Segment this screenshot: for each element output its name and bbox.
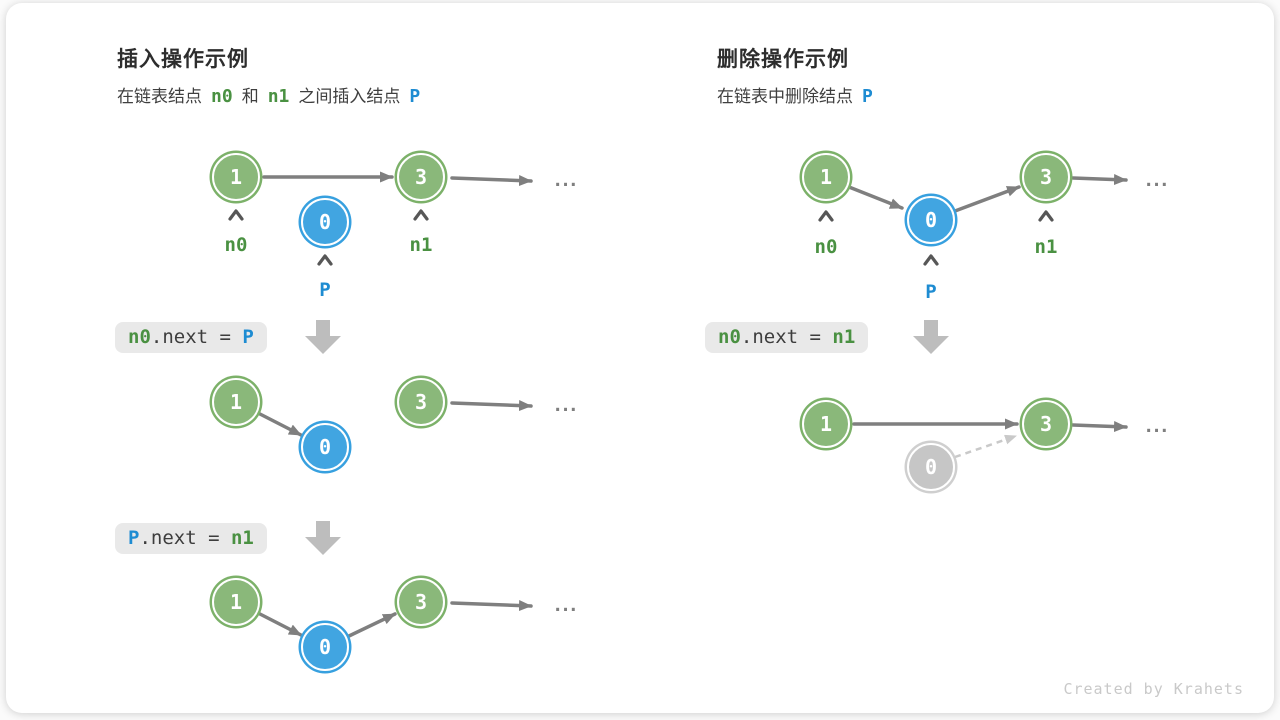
subtitle-text: 和 (241, 87, 259, 106)
arrow-insert-fig3-n0-to-p (256, 611, 303, 637)
code-rhs: P (242, 326, 254, 348)
code-rhs: n1 (832, 326, 856, 348)
dashed-arrow-removed-p-to-n1 (954, 434, 1017, 459)
arrow-insert-fig2-n1-to-rest (450, 400, 533, 412)
arrow-remove-fig1-p-to-n1 (953, 185, 1021, 213)
code-lhs: n0 (718, 326, 741, 348)
remove-section-subtitle: 在链表中删除结点 P (717, 82, 873, 107)
p-token: P (409, 86, 421, 107)
code-mid: .next = (139, 527, 231, 549)
remove-label-p: P (925, 281, 937, 303)
insert-fig3-node-0: 0 (301, 623, 349, 671)
remove-fig2-node-3: 3 (1022, 400, 1070, 448)
pointer-caret-icon (228, 209, 244, 221)
insert-fig2-node-1: 1 (212, 378, 260, 426)
insert-fig3-node-3: 3 (397, 578, 445, 626)
insert-fig1-node-1: 1 (212, 153, 260, 201)
remove-fig2-node-1: 1 (802, 400, 850, 448)
remove-fig1-node-1: 1 (802, 153, 850, 201)
insert-fig3-node-1: 1 (212, 578, 260, 626)
remove-fig2-node-0-removed: 0 (907, 443, 955, 491)
arrow-insert-fig1-n1-to-rest (450, 175, 533, 187)
arrow-remove-fig1-n1-to-rest (1071, 174, 1128, 186)
code-mid: .next = (740, 326, 833, 348)
ellipsis-text: ... (552, 170, 576, 191)
code-lhs: P (128, 527, 140, 549)
insert-section-subtitle: 在链表结点 n0 和 n1 之间插入结点 P (117, 82, 420, 107)
down-arrow-icon (305, 521, 341, 555)
remove-label-n0: n0 (814, 236, 838, 258)
insert-code-2: P.next = n1 (115, 523, 267, 554)
ellipsis-text: ... (1143, 416, 1167, 437)
n1-token: n1 (267, 86, 290, 107)
insert-fig2-node-3: 3 (397, 378, 445, 426)
remove-fig1-node-0: 0 (907, 196, 955, 244)
n0-token: n0 (211, 86, 233, 107)
remove-section-title: 删除操作示例 (717, 48, 849, 71)
subtitle-text: 在链表中删除结点 (717, 87, 853, 106)
insert-fig2-node-0: 0 (301, 423, 349, 471)
pointer-caret-icon (317, 254, 333, 266)
arrow-remove-fig2-n1-to-rest (1071, 421, 1128, 433)
pointer-caret-icon (923, 254, 939, 266)
insert-label-n1: n1 (409, 234, 433, 256)
arrow-insert-fig3-n1-to-rest (450, 600, 533, 612)
ellipsis-text: ... (552, 595, 576, 616)
pointer-caret-icon (413, 209, 429, 221)
p-token: P (862, 86, 873, 107)
down-arrow-icon (913, 320, 949, 354)
pointer-caret-icon (818, 210, 834, 222)
arrow-insert-fig2-n0-to-p (256, 411, 303, 437)
insert-section-title: 插入操作示例 (117, 48, 249, 71)
ellipsis-text: ... (1143, 170, 1167, 191)
insert-fig1-node-0: 0 (301, 198, 349, 246)
insert-code-1: n0.next = P (115, 322, 267, 353)
arrow-remove-fig1-n0-to-p (847, 185, 904, 210)
code-lhs: n0 (128, 326, 151, 348)
remove-label-n1: n1 (1034, 236, 1058, 258)
insert-fig1-node-3: 3 (397, 153, 445, 201)
subtitle-text: 在链表结点 (117, 87, 202, 106)
down-arrow-icon (305, 320, 341, 354)
code-rhs: n1 (230, 527, 254, 549)
remove-code-1: n0.next = n1 (705, 322, 869, 353)
insert-label-p: P (319, 279, 331, 301)
code-mid: .next = (150, 326, 243, 348)
arrow-insert-fig3-p-to-n1 (347, 612, 397, 638)
pointer-caret-icon (1038, 210, 1054, 222)
credit-watermark: Created by Krahets (1063, 680, 1244, 698)
remove-fig1-node-3: 3 (1022, 153, 1070, 201)
subtitle-text: 之间插入结点 (298, 87, 401, 106)
ellipsis-text: ... (552, 395, 576, 416)
insert-label-n0: n0 (224, 234, 248, 256)
